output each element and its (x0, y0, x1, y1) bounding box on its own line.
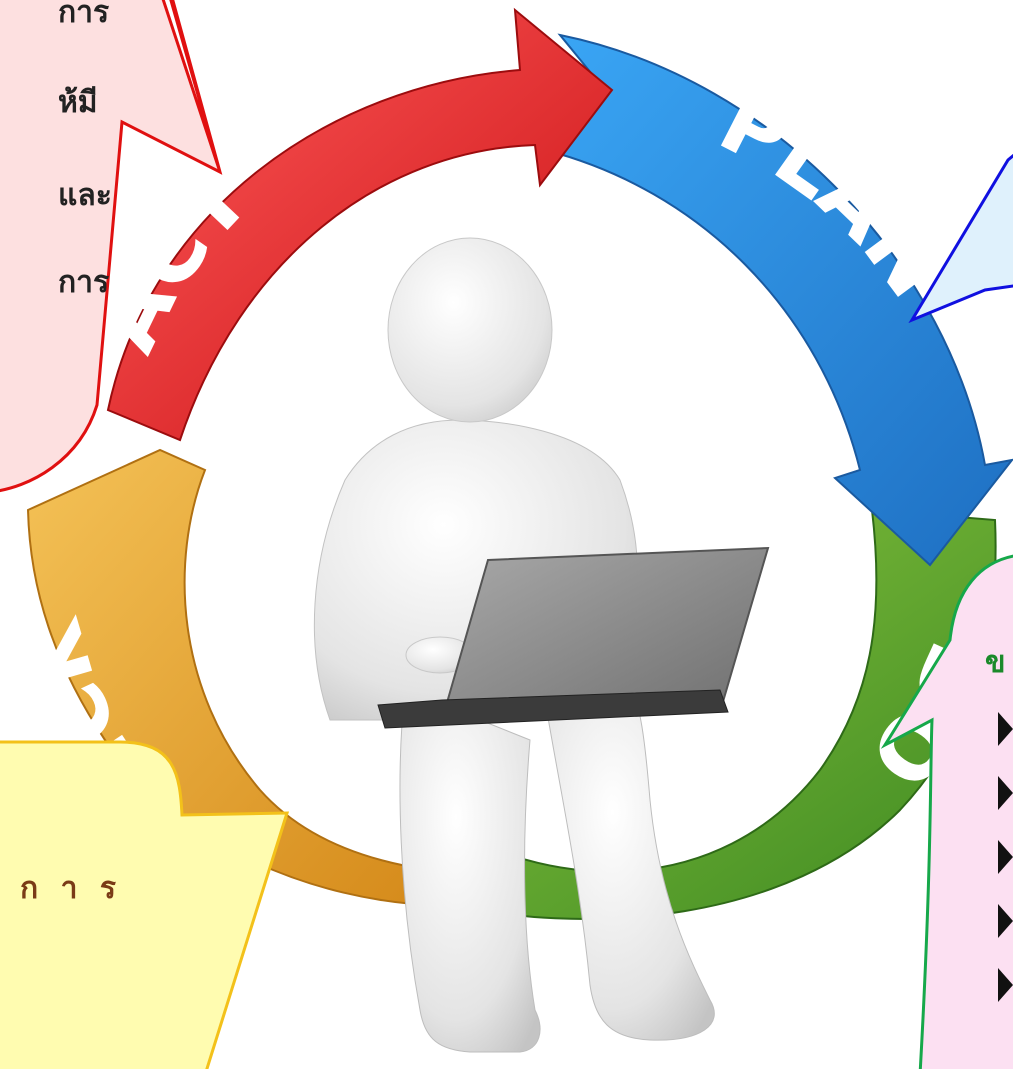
do-bullet-icon (998, 840, 1013, 874)
act-callout-text: การ ห้มี และ การ (58, 0, 112, 300)
act-callout-line: การ (58, 265, 109, 300)
do-bullet-icon (998, 904, 1013, 938)
do-bullet-icon (998, 712, 1013, 746)
do-callout (880, 554, 1013, 1069)
act-callout-line: การ (58, 0, 109, 30)
act-callout (0, 0, 223, 493)
do-arrow (403, 508, 997, 921)
laptop (377, 546, 770, 729)
act-callout-line: และ (58, 178, 112, 213)
act-arrow (106, 7, 614, 442)
do-bullet-icon (998, 968, 1013, 1002)
plan-arrow (543, 33, 1013, 567)
do-bullet-list (998, 712, 1013, 1002)
act-callout-line: ห้มี (58, 85, 98, 120)
do-callout-heading: ข (985, 645, 1006, 680)
check-callout (0, 740, 290, 1069)
check-callout-line: ก า ร (20, 871, 122, 906)
do-bullet-icon (998, 776, 1013, 810)
plan-callout (908, 153, 1013, 324)
